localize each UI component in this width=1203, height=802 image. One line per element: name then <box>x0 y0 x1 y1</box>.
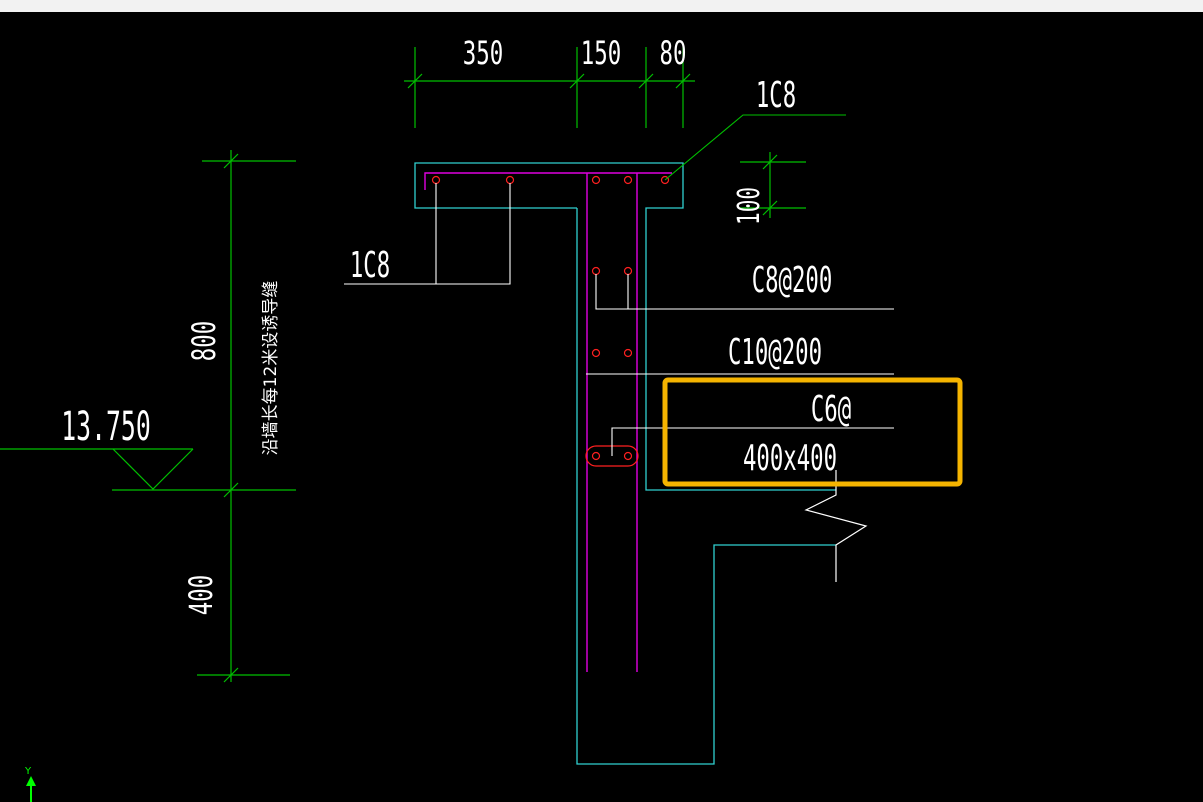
dimensions-top <box>404 47 695 128</box>
leader-lines <box>344 183 894 456</box>
label-tie-bar: C6@ <box>811 389 851 431</box>
label-wall-vertical: C10@200 <box>728 332 822 374</box>
highlight-box <box>662 377 963 487</box>
dim-150: 150 <box>581 34 621 72</box>
label-slab-top-bar: 1C8 <box>756 75 796 117</box>
label-slab-bottom-bar: 1C8 <box>350 245 390 287</box>
dimension-right-100 <box>740 152 806 218</box>
elevation-label: 13.750 <box>61 403 151 450</box>
top-toolbar-strip <box>0 0 1203 12</box>
dimension-left <box>112 150 296 683</box>
break-line-icon <box>804 470 868 582</box>
concrete-outline <box>414 162 836 491</box>
dim-800: 800 <box>185 321 223 361</box>
rebar-dots <box>431 175 670 467</box>
rebar-lines <box>424 172 672 672</box>
leader-top-bar <box>664 114 846 181</box>
label-wall-horizontal: C8@200 <box>752 260 833 302</box>
ucs-y-label: Y <box>24 766 32 777</box>
elevation-triangle-icon <box>0 448 194 490</box>
concrete-outline-lower <box>576 208 836 765</box>
dim-350: 350 <box>463 34 503 72</box>
dim-100: 100 <box>732 187 767 225</box>
dim-80: 80 <box>660 34 687 72</box>
ucs-axis-icon: Y <box>24 766 36 802</box>
vertical-note: 沿墙长每12米设诱导缝 <box>261 281 281 456</box>
dim-400: 400 <box>182 575 220 615</box>
label-tie-spacing: 400x400 <box>743 438 837 480</box>
